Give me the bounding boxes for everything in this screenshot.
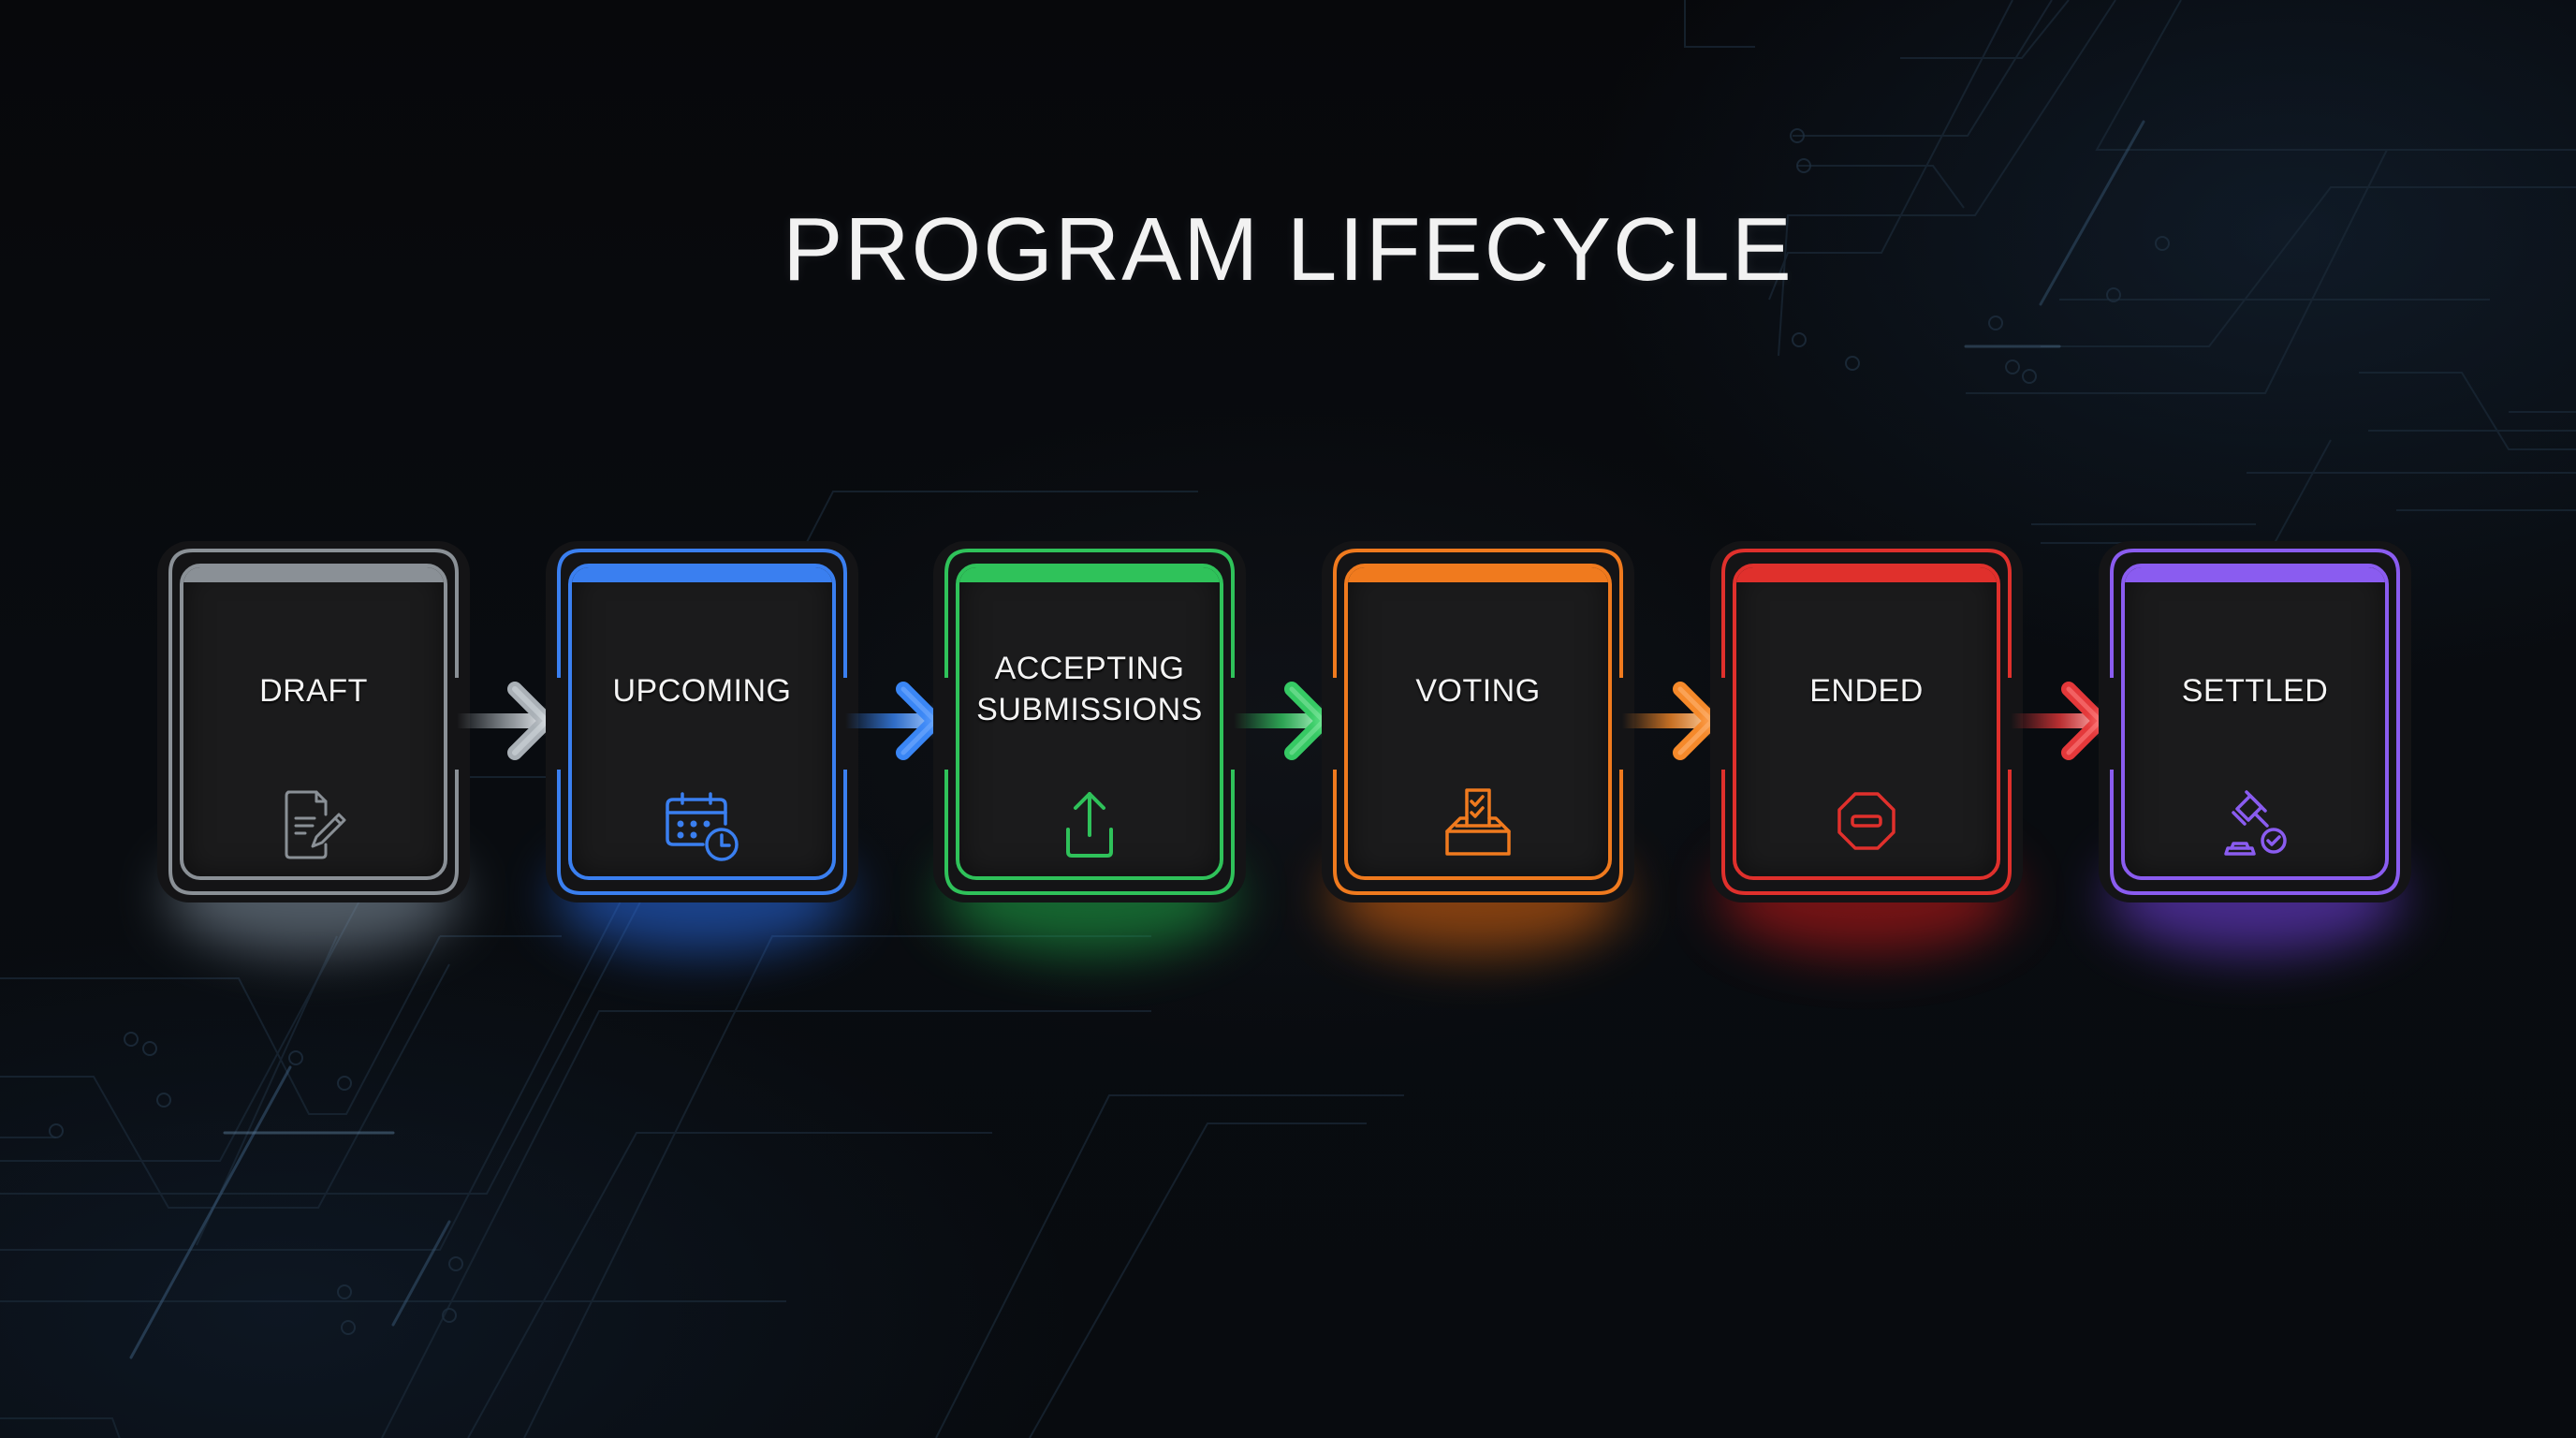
stage-card-draft[interactable]: DRAFT	[157, 541, 470, 953]
card-outer-border	[168, 549, 459, 895]
gavel-check-icon	[2224, 790, 2287, 856]
card-outer-border	[1333, 549, 1623, 895]
document-edit-icon	[285, 790, 346, 859]
card-outer-border	[557, 549, 847, 895]
card-inner-panel: DRAFT	[180, 564, 447, 880]
card-accent-bar	[1348, 567, 1608, 582]
card-accent-bar	[1736, 567, 1997, 582]
card-accent-bar	[572, 567, 832, 582]
ballot-box-icon	[1445, 788, 1511, 856]
page-title: PROGRAM LIFECYCLE	[783, 199, 1793, 300]
card-outer-border	[944, 549, 1235, 895]
card-outer-border	[1721, 549, 2012, 895]
card-inner-panel: ENDED	[1733, 564, 2000, 880]
arrow-draft-to-upcoming	[457, 682, 558, 760]
stage-card-ended[interactable]: ENDED	[1710, 541, 2023, 953]
stage-label: ACCEPTING SUBMISSIONS	[959, 648, 1220, 730]
stage-label: SETTLED	[2181, 673, 2329, 709]
stage-label-line-1: ACCEPTING	[994, 651, 1185, 686]
stage-card-settled[interactable]: SETTLED	[2099, 541, 2411, 953]
calendar-clock-icon	[666, 792, 739, 861]
stop-sign-icon	[1837, 792, 1895, 850]
card-accent-bar	[183, 567, 444, 582]
stage-label-line-2: SUBMISSIONS	[976, 692, 1203, 727]
card-accent-bar	[959, 567, 1220, 582]
stage-card-accepting-submissions[interactable]: ACCEPTING SUBMISSIONS	[933, 541, 1246, 953]
card-inner-panel: ACCEPTING SUBMISSIONS	[956, 564, 1223, 880]
stage-card-upcoming[interactable]: UPCOMING	[546, 541, 858, 953]
stage-label: ENDED	[1809, 673, 1924, 709]
card-inner-panel: SETTLED	[2121, 564, 2389, 880]
stage-label: DRAFT	[259, 673, 368, 709]
upload-icon	[1066, 792, 1113, 858]
card-inner-panel: VOTING	[1344, 564, 1612, 880]
card-outer-border	[2110, 549, 2400, 895]
card-inner-panel: UPCOMING	[568, 564, 836, 880]
card-accent-bar	[2125, 567, 2385, 582]
stage-card-voting[interactable]: VOTING	[1322, 541, 1634, 953]
stage-label: UPCOMING	[612, 673, 792, 709]
stage-label: VOTING	[1415, 673, 1541, 709]
